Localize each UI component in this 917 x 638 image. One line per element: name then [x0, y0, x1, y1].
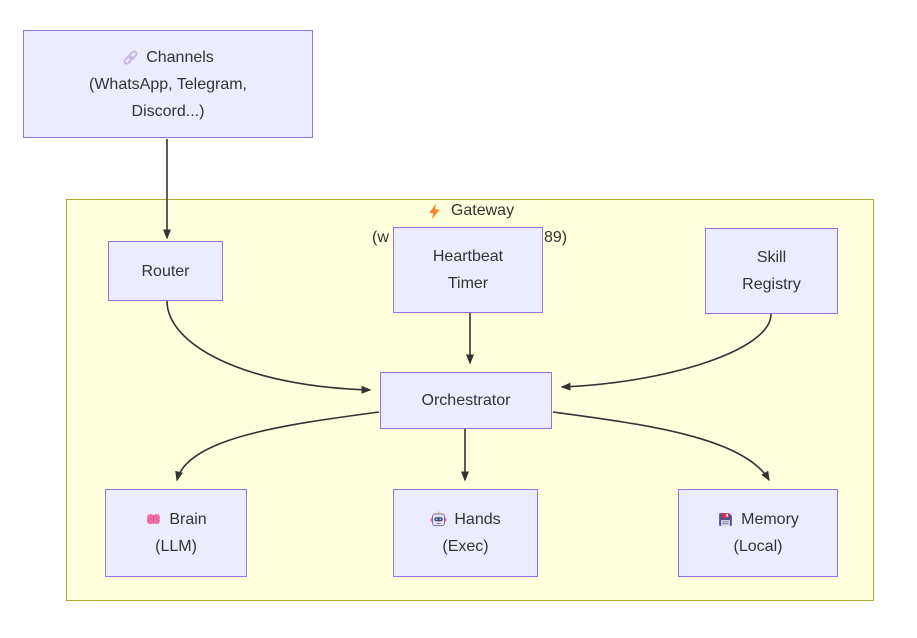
hands-label: Hands	[454, 511, 501, 528]
gateway-cluster-title: Gateway	[66, 202, 874, 220]
heartbeat-line2: Timer	[447, 275, 489, 292]
node-brain: Brain (LLM)	[105, 489, 247, 577]
floppy-disk-icon	[717, 511, 734, 528]
link-icon	[122, 49, 139, 66]
node-hands: Hands (Exec)	[393, 489, 538, 577]
channels-line3: Discord...)	[131, 102, 205, 120]
memory-sublabel: (Local)	[733, 538, 783, 555]
node-skill-registry: Skill Registry	[705, 228, 838, 314]
hands-title-row: Hands	[430, 506, 501, 533]
gateway-subtitle-left-fragment: (w	[372, 229, 389, 246]
brain-sublabel: (LLM)	[155, 538, 197, 555]
brain-icon	[145, 511, 162, 528]
orchestrator-label: Orchestrator	[421, 392, 511, 409]
channels-title-row: Channels	[122, 44, 214, 71]
node-orchestrator: Orchestrator	[380, 372, 552, 429]
channels-label: Channels	[146, 48, 214, 66]
node-channels: Channels (WhatsApp, Telegram, Discord...…	[23, 30, 313, 138]
channels-line2: (WhatsApp, Telegram,	[89, 75, 247, 93]
brain-title-row: Brain	[145, 506, 207, 533]
heartbeat-line1: Heartbeat	[432, 248, 504, 265]
gateway-label: Gateway	[450, 202, 515, 219]
memory-label: Memory	[741, 511, 799, 528]
node-heartbeat-timer: Heartbeat Timer	[393, 227, 543, 313]
hands-sublabel: (Exec)	[442, 538, 489, 555]
skill-line1: Skill	[756, 249, 787, 266]
node-router: Router	[108, 241, 223, 301]
router-label: Router	[141, 262, 190, 280]
memory-title-row: Memory	[717, 506, 799, 533]
lightning-icon	[426, 203, 443, 220]
skill-line2: Registry	[742, 276, 801, 293]
robot-icon	[430, 511, 447, 528]
gateway-subtitle-right-fragment: 89)	[544, 229, 568, 246]
node-memory: Memory (Local)	[678, 489, 838, 577]
brain-label: Brain	[169, 511, 207, 528]
